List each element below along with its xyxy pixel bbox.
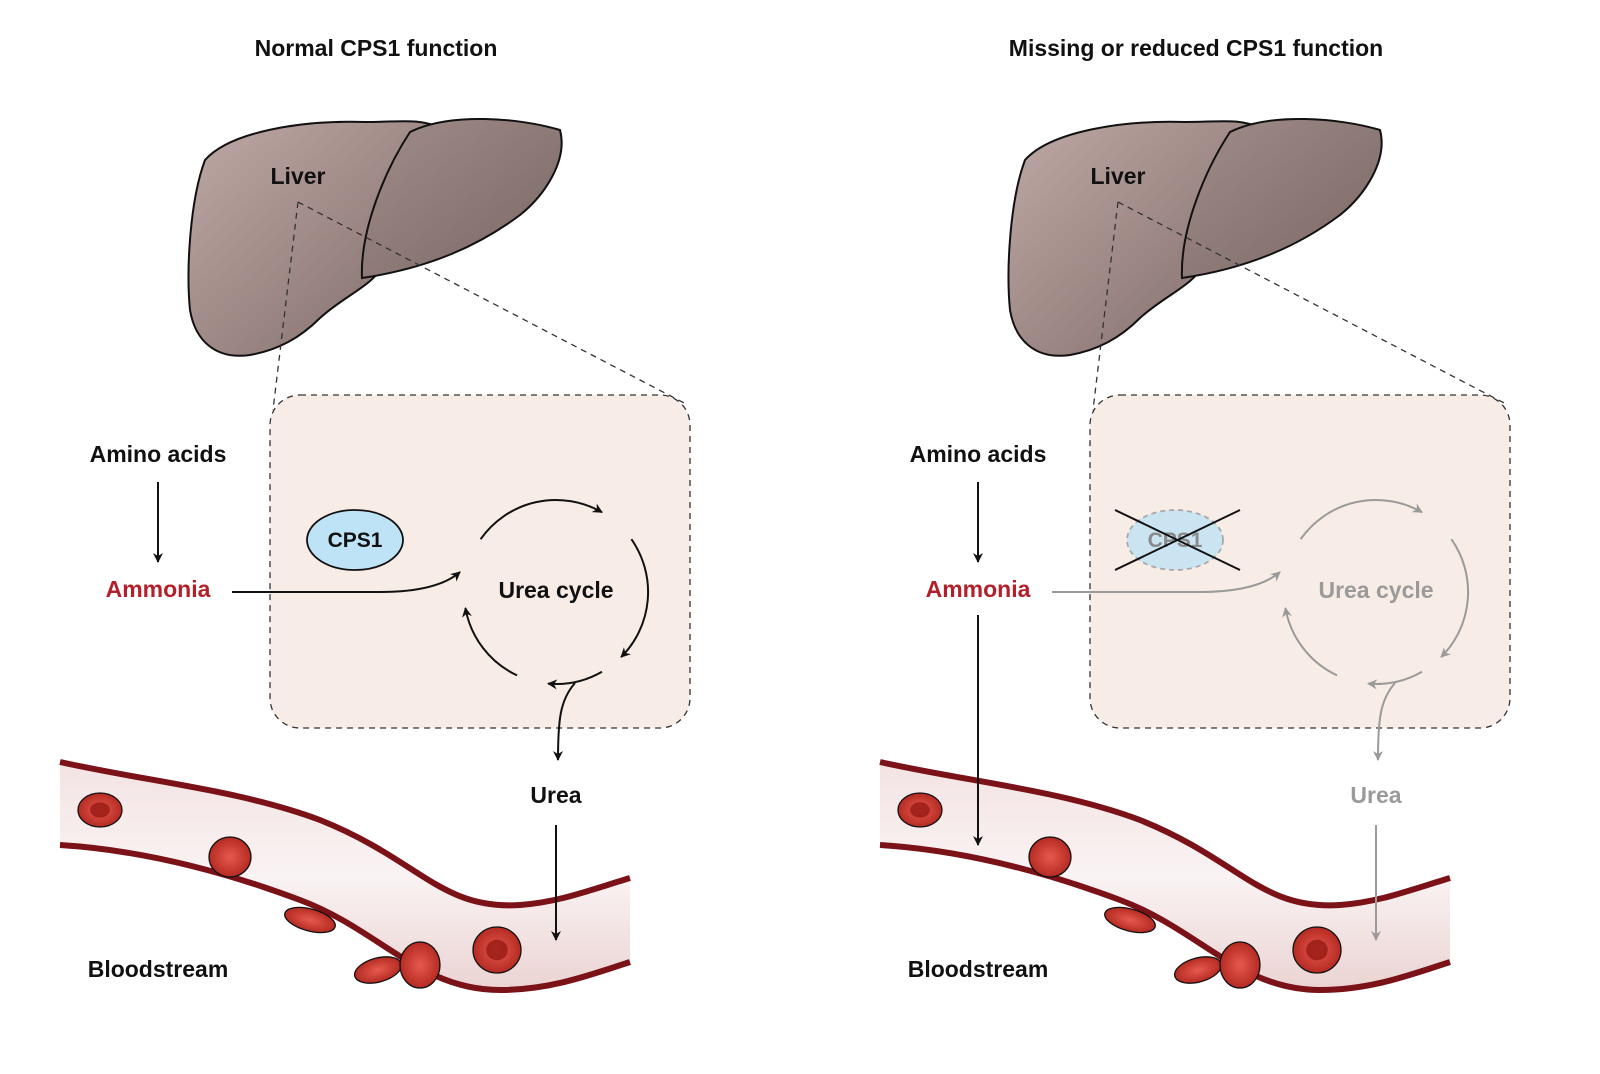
red-blood-cell (77, 792, 123, 828)
zoom-line-right (1117, 201, 1509, 406)
zoom-line-left (272, 201, 299, 411)
liver-icon (187, 117, 563, 357)
cell-box (1089, 394, 1511, 729)
red-blood-cell (1173, 956, 1223, 984)
red-blood-cell (1292, 926, 1342, 974)
cps1-ellipse (1126, 509, 1224, 571)
liver-left-lobe (187, 120, 442, 357)
amino-acids-label: Amino acids (90, 441, 227, 467)
ammonia-to-cycle-arrow (1052, 571, 1281, 593)
ammonia-label: Ammonia (106, 576, 211, 602)
urea-cycle-arc (1440, 538, 1470, 658)
red-blood-cell (1104, 906, 1156, 934)
panel-title: Missing or reduced CPS1 function (1009, 35, 1383, 61)
bloodstream-label: Bloodstream (908, 956, 1049, 982)
red-blood-cell (472, 926, 522, 974)
urea-cycle-arc (1299, 498, 1423, 540)
cps1-cross-line-b (1114, 509, 1241, 571)
blood-vessel (59, 759, 631, 994)
urea-cycle-label: Urea cycle (498, 577, 613, 603)
red-blood-cell (1219, 941, 1261, 989)
zoom-line-left (1092, 201, 1119, 411)
liver-icon (1007, 117, 1383, 357)
zoom-line-right (297, 201, 689, 406)
red-blood-cell (1028, 836, 1072, 878)
liver-label: Liver (271, 163, 326, 189)
red-blood-cell (353, 956, 403, 984)
cps1-ellipse (306, 509, 404, 571)
liver-label: Liver (1091, 163, 1146, 189)
vessel-wall-top (59, 759, 631, 909)
liver-left-lobe (1007, 120, 1262, 357)
vessel-wall-bottom (59, 842, 631, 994)
urea-cycle-arc (1282, 607, 1338, 677)
urea-cycle-arc (620, 538, 650, 658)
ammonia-to-cycle-arrow (232, 571, 461, 593)
cps1-enzyme (1126, 509, 1224, 571)
panel-impaired: Missing or reduced CPS1 functionLiverAmi… (879, 35, 1511, 994)
amino-acids-label: Amino acids (910, 441, 1047, 467)
urea-label: Urea (530, 782, 581, 808)
panel-title: Normal CPS1 function (255, 35, 498, 61)
urea-cycle-arc (1367, 670, 1423, 690)
red-blood-cell (208, 836, 252, 878)
liver-right-lobe (360, 117, 563, 280)
red-blood-cell (897, 792, 943, 828)
vessel-wall-top (879, 759, 1451, 909)
cycle-to-urea-arrow (1373, 682, 1396, 761)
vessel-wall-bottom (879, 842, 1451, 994)
urea-cycle-label: Urea cycle (1318, 577, 1433, 603)
ammonia-label: Ammonia (926, 576, 1031, 602)
urea-cycle-arc (547, 670, 603, 690)
urea-cycle-arc (479, 498, 603, 540)
bloodstream-label: Bloodstream (88, 956, 229, 982)
liver-right-lobe (1180, 117, 1383, 280)
cps1-label: CPS1 (328, 529, 383, 552)
blood-vessel (879, 759, 1451, 994)
red-blood-cell (284, 906, 336, 934)
red-blood-cell (399, 941, 441, 989)
urea-cycle-arc (462, 607, 518, 677)
cell-box (269, 394, 691, 729)
cycle-to-urea-arrow (553, 682, 576, 761)
urea-label: Urea (1350, 782, 1401, 808)
cps1-enzyme (306, 509, 404, 571)
